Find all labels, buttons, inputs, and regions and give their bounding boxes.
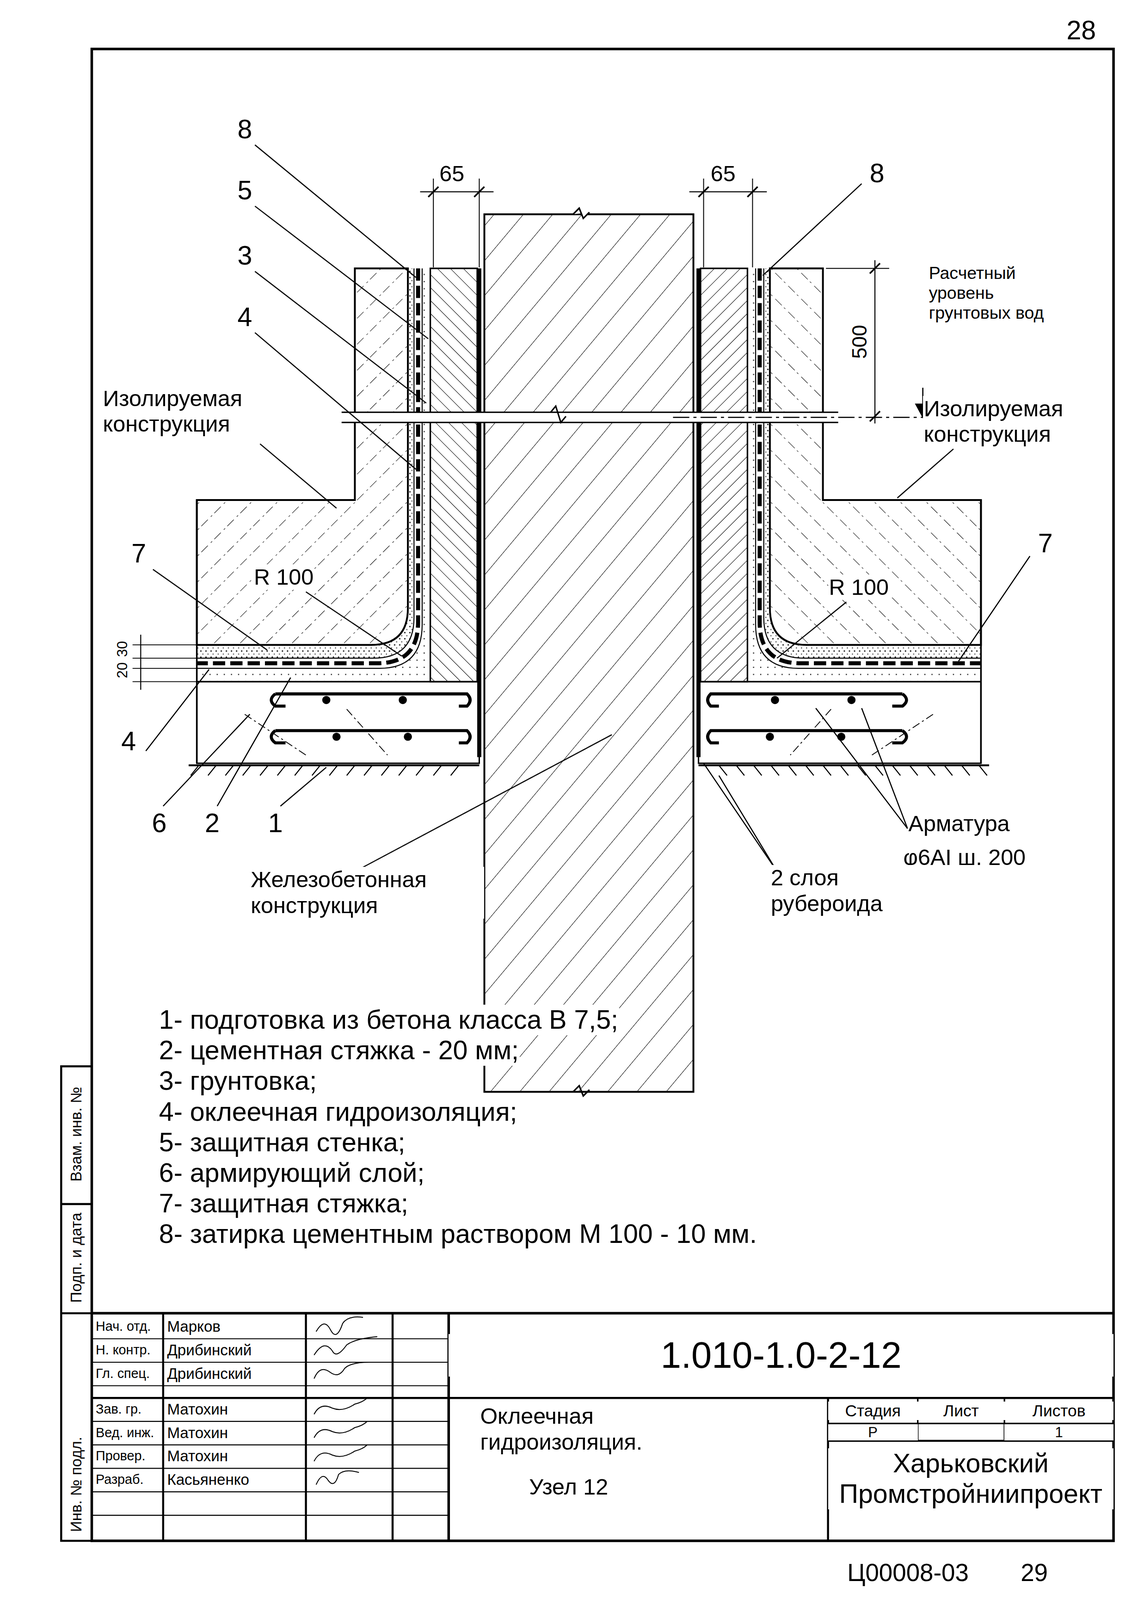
title-block-text: Лист <box>917 1401 1005 1421</box>
signatures <box>313 1316 378 1485</box>
title-block-text: Марков <box>166 1317 222 1335</box>
dimensions <box>132 178 982 690</box>
title-block-text: Листов <box>1004 1401 1114 1421</box>
title-block-text: Вед. инж. <box>94 1424 155 1440</box>
leader-lines <box>145 144 1030 872</box>
drawing-label: 7 <box>1037 528 1054 559</box>
legend-note: 2- цементная стяжка - 20 мм; <box>158 1034 520 1066</box>
drawing-label: 4 <box>120 725 137 757</box>
drawing-label: Железобетонная конструкция <box>249 866 485 919</box>
title-block-text: Оклеечная гидроизоляция. <box>479 1402 724 1455</box>
drawing-label: 6 <box>150 807 168 839</box>
drawing-label: Арматура <box>907 810 1011 837</box>
legend-note: 7- защитная стяжка; <box>158 1187 410 1219</box>
title-block-text: Касьяненко <box>166 1470 251 1489</box>
title-block-text: Матохин <box>166 1423 229 1442</box>
title-block-text: Узел 12 <box>528 1473 609 1500</box>
drawing-label: 65 <box>438 160 466 187</box>
drawing-label: 500 <box>848 323 872 360</box>
legend-note: 3- грунтовка; <box>158 1065 318 1096</box>
drawing-label: 5 <box>236 175 254 206</box>
legend-note: 5- защитная стенка; <box>158 1126 407 1158</box>
title-block-text: 1.010-1.0-2-12 <box>448 1333 1114 1376</box>
legend-note: 6- армирующий слой; <box>158 1157 426 1188</box>
frame <box>61 49 1114 1541</box>
title-block-text: Дрибинский <box>166 1340 253 1359</box>
drawing-label: Изолируемая конструкция <box>922 395 1077 448</box>
drawing-label: Расчетный уровень грунтовых вод <box>928 263 1066 323</box>
title-block-text: Н. контр. <box>94 1341 152 1358</box>
title-block-text: Матохин <box>166 1446 229 1465</box>
drawing-label: 65 <box>709 160 737 187</box>
sheet-code: Ц00008-03 <box>846 1558 970 1587</box>
legend-note: 8- затирка цементным раствором М 100 - 1… <box>158 1218 758 1249</box>
drawing-label: 2 слоя рубероида <box>769 864 934 917</box>
drawing-label: 8 <box>868 158 886 189</box>
legend-note: 4- оклеечная гидроизоляция; <box>158 1096 519 1127</box>
drawing-label: 8 <box>236 114 254 145</box>
drawing-label: 30 <box>114 639 131 658</box>
drawing-label: R 100 <box>828 574 890 601</box>
detail-section <box>188 208 990 1096</box>
title-block-text: Р <box>828 1423 918 1441</box>
drawing-label: 2 <box>203 807 221 839</box>
title-block-text: Провер. <box>94 1447 147 1464</box>
title-block <box>91 1312 1114 1541</box>
title-block-text: Стадия <box>828 1401 918 1421</box>
drawing-label: 1 <box>267 807 284 839</box>
title-block-text: Матохин <box>166 1400 229 1418</box>
drawing-label: 28 <box>1065 15 1097 46</box>
drawing-label: R 100 <box>252 564 315 591</box>
title-block-text: Гл. спец. <box>94 1365 151 1381</box>
title-block-text: 1 <box>1004 1423 1114 1441</box>
title-block-text: Разраб. <box>94 1471 145 1487</box>
title-block-text: Инв. № подл. <box>67 1435 86 1533</box>
title-block-text: Зав. гр. <box>94 1401 143 1417</box>
title-block-text: Взам. инв. № <box>67 1085 86 1183</box>
legend-note: 1- подготовка из бетона класса В 7,5; <box>158 1004 620 1035</box>
sheet-code: 29 <box>1019 1558 1049 1587</box>
drawing-label: Изолируемая конструкция <box>102 385 256 438</box>
drawing-label: 20 <box>114 661 131 679</box>
title-block-text: Харьковский Промстройниипроект <box>828 1447 1114 1509</box>
drawing-label: 3 <box>236 240 254 271</box>
drawing-label: 7 <box>130 538 148 569</box>
title-block-text: Дрибинский <box>166 1364 253 1383</box>
title-block-text: Подп. и дата <box>67 1211 86 1304</box>
title-block-text: Нач. отд. <box>94 1318 152 1334</box>
drawing-label: 4 <box>236 301 254 333</box>
